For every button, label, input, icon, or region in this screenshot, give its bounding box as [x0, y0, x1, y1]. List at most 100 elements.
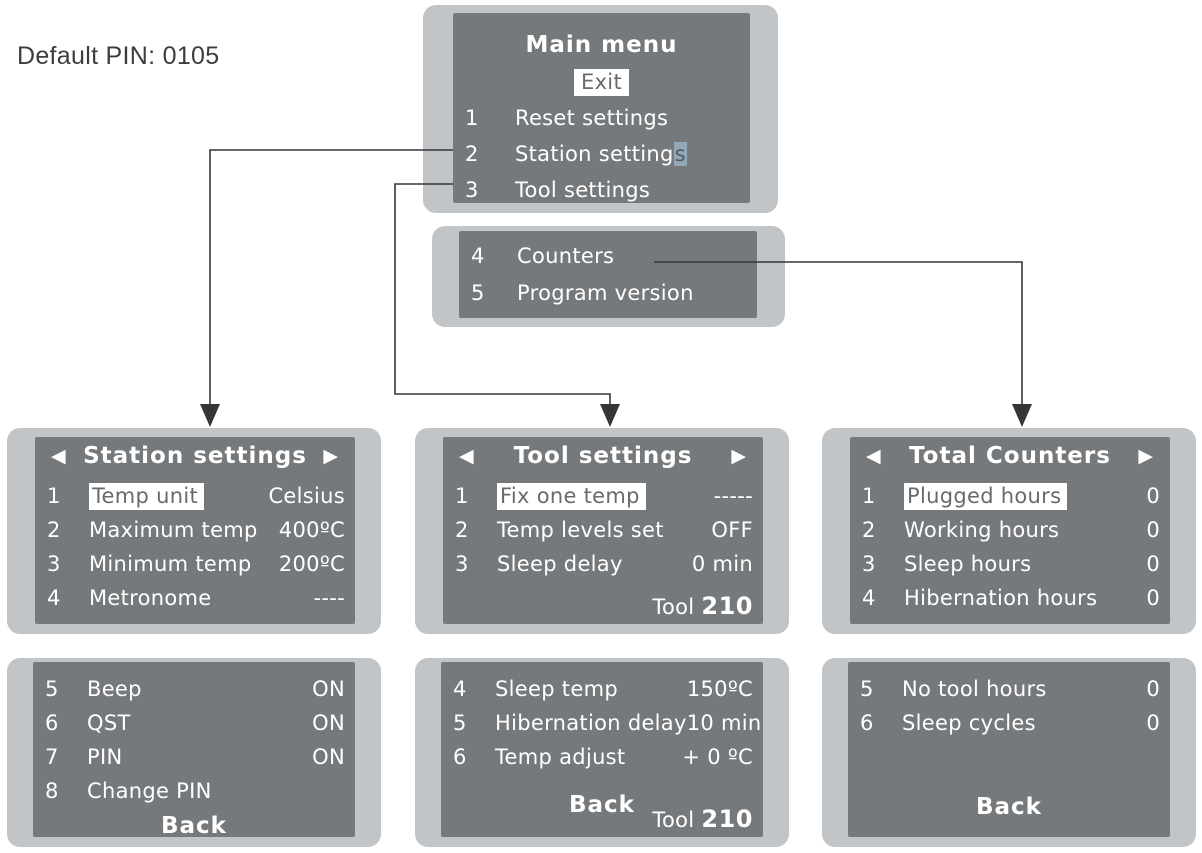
- exit-button[interactable]: Exit: [574, 69, 629, 96]
- menu-item-station-settings[interactable]: 2 Station settings: [453, 136, 750, 172]
- menu-item-counters[interactable]: 4 Counters: [459, 238, 757, 275]
- item-number: 3: [455, 552, 469, 576]
- item-label: Sleep hours: [904, 552, 1032, 576]
- item-number: 4: [453, 677, 467, 701]
- item-value: ON: [312, 745, 345, 769]
- nav-left-icon[interactable]: ◀: [866, 444, 882, 467]
- item-value: -----: [713, 484, 753, 508]
- item-label: Hibernation delay: [495, 711, 687, 735]
- station-settings-page2-panel: 5 Beep ON 6 QST ON 7 PIN ON 8 Change PIN…: [7, 658, 381, 847]
- tool-indicator: Tool 210: [652, 805, 753, 833]
- item-number: 1: [465, 106, 479, 130]
- item-label: Hibernation hours: [904, 586, 1098, 610]
- item-value: 0 min: [691, 552, 753, 576]
- item-number: 3: [465, 178, 479, 202]
- menu-item-sleep-hours[interactable]: 3 Sleep hours 0: [850, 547, 1170, 581]
- item-label: Change PIN: [87, 779, 212, 803]
- menu-item-working-hours[interactable]: 2 Working hours 0: [850, 513, 1170, 547]
- counters-page2-screen: 5 No tool hours 0 6 Sleep cycles 0 Back: [848, 662, 1170, 837]
- menu-item-maximum-temp[interactable]: 2 Maximum temp 400ºC: [35, 513, 355, 547]
- menu-item-temp-unit[interactable]: 1 Temp unit Celsius: [35, 479, 355, 513]
- menu-item-change-pin[interactable]: 8 Change PIN: [33, 774, 355, 808]
- item-value: 400ºC: [278, 518, 345, 542]
- nav-right-icon[interactable]: ▶: [323, 444, 339, 467]
- menu-item-sleep-temp[interactable]: 4 Sleep temp 150ºC: [441, 672, 763, 706]
- item-value: + 0 ºC: [682, 745, 753, 769]
- item-number: 2: [455, 518, 469, 542]
- item-label: Temp levels set: [497, 518, 664, 542]
- menu-item-sleep-cycles[interactable]: 6 Sleep cycles 0: [848, 706, 1170, 740]
- menu-item-no-tool-hours[interactable]: 5 No tool hours 0: [848, 672, 1170, 706]
- item-label: Sleep temp: [495, 677, 618, 701]
- menu-item-temp-levels-set[interactable]: 2 Temp levels set OFF: [443, 513, 763, 547]
- item-number: 3: [47, 552, 61, 576]
- menu-item-tool-settings[interactable]: 3 Tool settings: [453, 172, 750, 208]
- item-label: Counters: [517, 244, 615, 268]
- menu-item-plugged-hours[interactable]: 1 Plugged hours 0: [850, 479, 1170, 513]
- arrowhead-down-icon: [600, 404, 620, 427]
- item-number: 5: [860, 677, 874, 701]
- back-button[interactable]: Back: [569, 792, 635, 818]
- tool-settings-panel: ◀ Tool settings ▶ 1 Fix one temp ----- 2…: [415, 428, 789, 634]
- item-number: 5: [453, 711, 467, 735]
- item-value: ON: [312, 677, 345, 701]
- menu-item-hibernation-delay[interactable]: 5 Hibernation delay 10 min: [441, 706, 763, 740]
- total-counters-screen: ◀ Total Counters ▶ 1 Plugged hours 0 2 W…: [850, 437, 1170, 624]
- item-label: Plugged hours: [904, 483, 1146, 510]
- item-label: Metronome: [89, 586, 212, 610]
- item-number: 4: [862, 586, 876, 610]
- nav-left-icon[interactable]: ◀: [459, 444, 475, 467]
- item-value: 0: [1146, 518, 1160, 542]
- counters-page2-panel: 5 No tool hours 0 6 Sleep cycles 0 Back: [822, 658, 1196, 847]
- menu-item-temp-adjust[interactable]: 6 Temp adjust + 0 ºC: [441, 740, 763, 774]
- menu-item-program-version[interactable]: 5 Program version: [459, 275, 757, 312]
- item-label: QST: [87, 711, 131, 735]
- item-value: 0: [1146, 552, 1160, 576]
- item-number: 1: [47, 484, 61, 508]
- item-label: Maximum temp: [89, 518, 258, 542]
- menu-item-reset-settings[interactable]: 1 Reset settings: [453, 100, 750, 136]
- menu-item-beep[interactable]: 5 Beep ON: [33, 672, 355, 706]
- menu-item-minimum-temp[interactable]: 3 Minimum temp 200ºC: [35, 547, 355, 581]
- item-label: Temp unit: [89, 483, 268, 510]
- main-menu-continued-panel: 4 Counters 5 Program version: [432, 226, 785, 327]
- menu-item-qst[interactable]: 6 QST ON: [33, 706, 355, 740]
- menu-item-sleep-delay[interactable]: 3 Sleep delay 0 min: [443, 547, 763, 581]
- main-menu-continued-screen: 4 Counters 5 Program version: [459, 231, 757, 318]
- arrowhead-down-icon: [1012, 404, 1032, 427]
- item-label: Reset settings: [515, 106, 669, 130]
- menu-item-pin[interactable]: 7 PIN ON: [33, 740, 355, 774]
- nav-right-icon[interactable]: ▶: [1138, 444, 1154, 467]
- item-label: Sleep cycles: [902, 711, 1036, 735]
- tool-settings-page2-panel: 4 Sleep temp 150ºC 5 Hibernation delay 1…: [415, 658, 789, 847]
- menu-item-hibernation-hours[interactable]: 4 Hibernation hours 0: [850, 581, 1170, 615]
- item-number: 4: [47, 586, 61, 610]
- back-button[interactable]: Back: [976, 794, 1042, 820]
- item-number: 1: [455, 484, 469, 508]
- item-value: 10 min: [686, 711, 762, 735]
- item-number: 3: [862, 552, 876, 576]
- item-label: Tool settings: [515, 178, 651, 202]
- station-settings-panel: ◀ Station settings ▶ 1 Temp unit Celsius…: [7, 428, 381, 634]
- item-number: 5: [45, 677, 59, 701]
- connector-station-settings: [209, 149, 453, 407]
- station-settings-title: Station settings: [83, 443, 307, 469]
- item-label: Working hours: [904, 518, 1060, 542]
- back-button[interactable]: Back: [161, 813, 227, 839]
- main-menu-panel: Main menu Exit 1 Reset settings 2 Statio…: [423, 5, 778, 213]
- main-menu-title: Main menu: [525, 32, 678, 58]
- total-counters-panel: ◀ Total Counters ▶ 1 Plugged hours 0 2 W…: [822, 428, 1196, 634]
- item-number: 6: [45, 711, 59, 735]
- item-label: Temp adjust: [495, 745, 626, 769]
- tool-settings-screen: ◀ Tool settings ▶ 1 Fix one temp ----- 2…: [443, 437, 763, 624]
- item-label: Program version: [517, 281, 694, 305]
- nav-left-icon[interactable]: ◀: [51, 444, 67, 467]
- tool-settings-page2-screen: 4 Sleep temp 150ºC 5 Hibernation delay 1…: [441, 662, 763, 837]
- menu-item-metronome[interactable]: 4 Metronome ----: [35, 581, 355, 615]
- item-value: OFF: [711, 518, 753, 542]
- item-label: Sleep delay: [497, 552, 623, 576]
- nav-right-icon[interactable]: ▶: [731, 444, 747, 467]
- item-number: 8: [45, 779, 59, 803]
- item-number: 5: [471, 281, 485, 305]
- menu-item-fix-one-temp[interactable]: 1 Fix one temp -----: [443, 479, 763, 513]
